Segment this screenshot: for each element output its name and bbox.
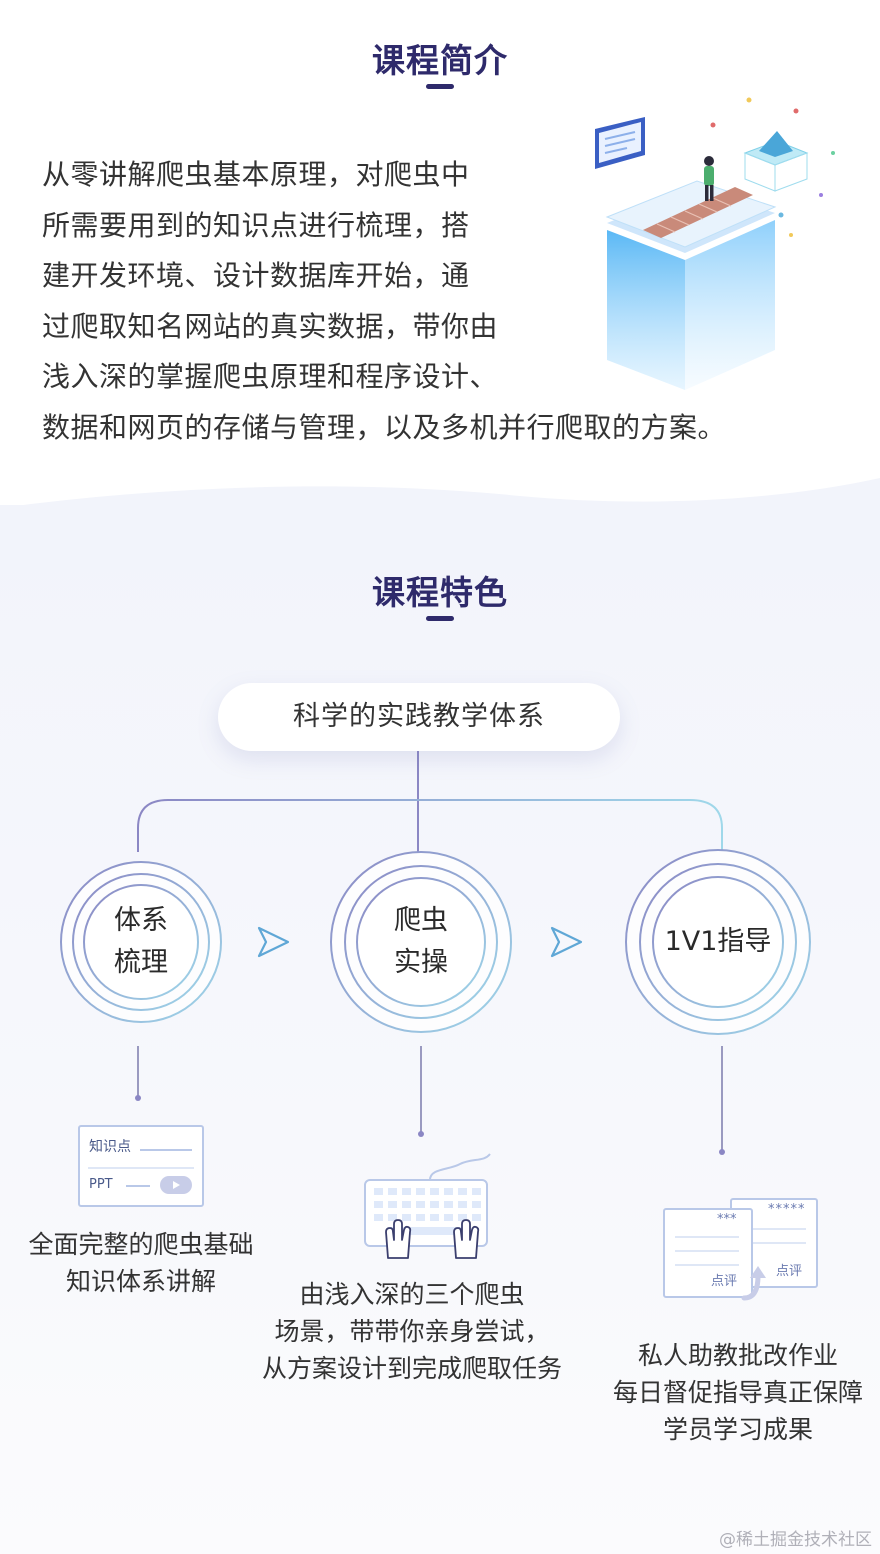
circle-label-practice: 爬虫 实操: [394, 905, 448, 978]
circle-practice: [330, 851, 512, 1033]
knowledge-ppt-card-icon: 知识点 PPT: [78, 1125, 204, 1207]
intro-line: 从零讲解爬虫基本原理，对爬虫中: [42, 158, 470, 191]
circle-system: [60, 861, 222, 1023]
watermark: @稀土掘金技术社区: [719, 1530, 872, 1550]
keyboard-hands-icon: [364, 1153, 491, 1259]
play-icon: [160, 1176, 192, 1194]
circle-label-system: 体系 梳理: [114, 905, 168, 978]
curved-arrow-icon: [741, 1266, 766, 1301]
arrow-right-icon: [550, 926, 583, 958]
intro-title-underline: [426, 84, 454, 89]
arrow-right-icon: [257, 926, 290, 958]
isometric-cube-illustration: [595, 97, 835, 390]
intro-paragraph: 从零讲解爬虫基本原理，对爬虫中 所需要用到的知识点进行梳理，搭 建开发环境、设计…: [42, 150, 842, 453]
features-title-underline: [426, 616, 454, 621]
root-label-pill: 科学的实践教学体系: [218, 683, 620, 751]
features-section-title: 课程特色: [372, 573, 508, 612]
concentric-circles: [60, 849, 811, 1035]
intro-line: 建开发环境、设计数据库开始，通: [42, 259, 470, 292]
intro-section-title: 课程简介: [372, 41, 508, 80]
review-doc-front-icon: *** 点评: [663, 1208, 753, 1298]
feature-description-guidance: 私人助教批改作业 每日督促指导真正保障 学员学习成果: [612, 1341, 863, 1444]
wave-divider: [0, 478, 880, 530]
intro-line: 所需要用到的知识点进行梳理，搭: [42, 208, 470, 242]
feature-description-practice: 由浅入深的三个爬虫 场景，带带你亲身尝试， 从方案设计到完成爬取任务: [261, 1280, 562, 1383]
tree-connectors: [135, 750, 725, 1155]
feature-description-system: 全面完整的爬虫基础 知识体系讲解: [28, 1230, 254, 1296]
circle-label-guidance: 1V1指导: [664, 926, 772, 957]
intro-line: 过爬取知名网站的真实数据，带你由: [42, 309, 499, 343]
intro-line: 数据和网页的存储与管理，以及多机并行爬取的方案。: [42, 410, 727, 444]
intro-line: 浅入深的掌握爬虫原理和程序设计、: [42, 360, 499, 393]
circle-guidance: [625, 849, 811, 1035]
